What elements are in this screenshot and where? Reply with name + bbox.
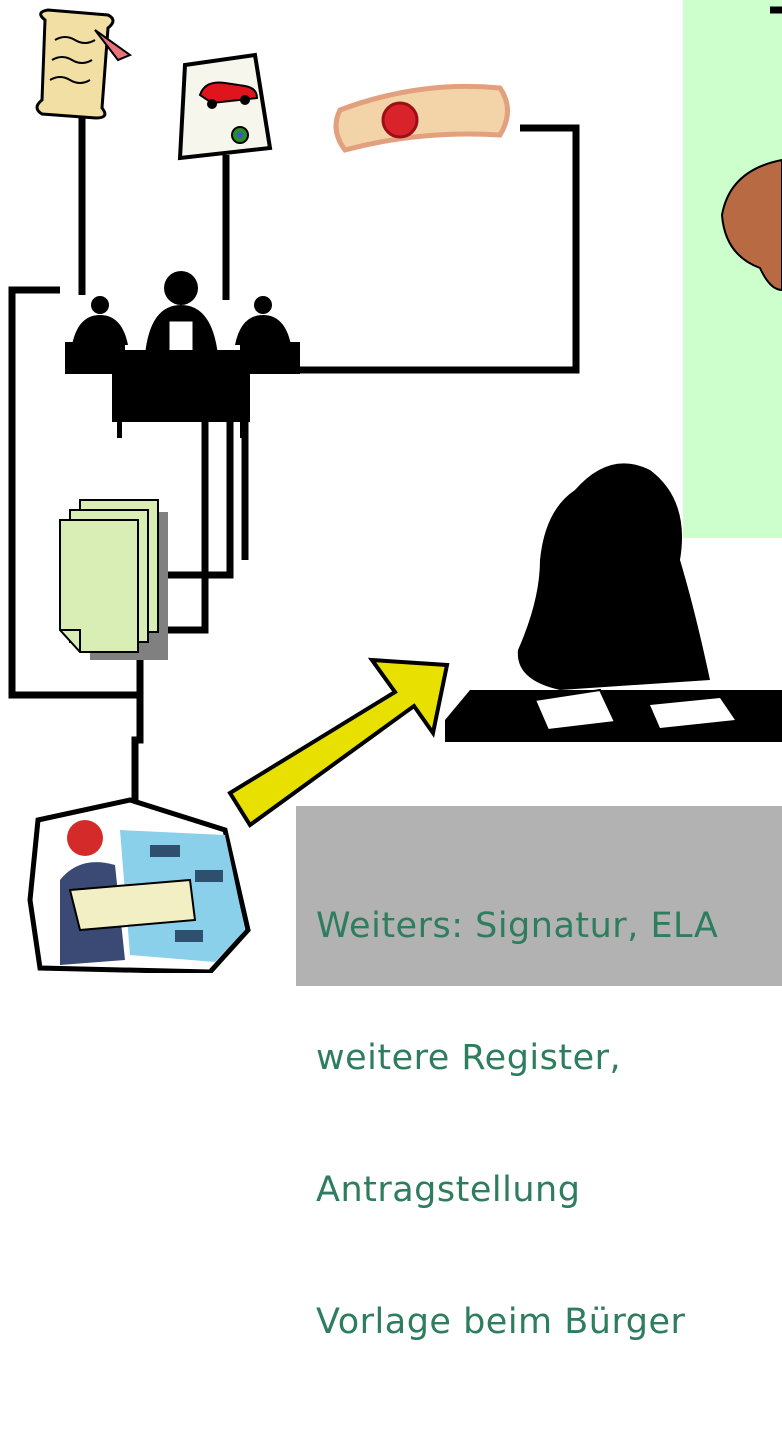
sealed-scroll-icon [336, 86, 508, 150]
map-reader-ships-icon [30, 800, 248, 972]
car-title-certificate-icon [180, 55, 270, 158]
office-desk-people-icon [65, 271, 300, 438]
info-line-2: weitere Register, [316, 1036, 782, 1080]
yellow-arrow-icon [230, 660, 447, 825]
woman-writing-at-desk-icon [445, 463, 782, 742]
partial-figure-icon [722, 160, 782, 290]
stacked-documents-icon [60, 500, 168, 660]
scroll-quill-icon [37, 10, 130, 118]
info-line-3: Antragstellung [316, 1168, 782, 1212]
info-text-box: Weiters: Signatur, ELA weitere Register,… [296, 806, 782, 986]
info-line-1: Weiters: Signatur, ELA [316, 904, 782, 948]
info-line-4: Vorlage beim Bürger [316, 1300, 782, 1344]
info-text: Weiters: Signatur, ELA weitere Register,… [316, 816, 782, 1432]
